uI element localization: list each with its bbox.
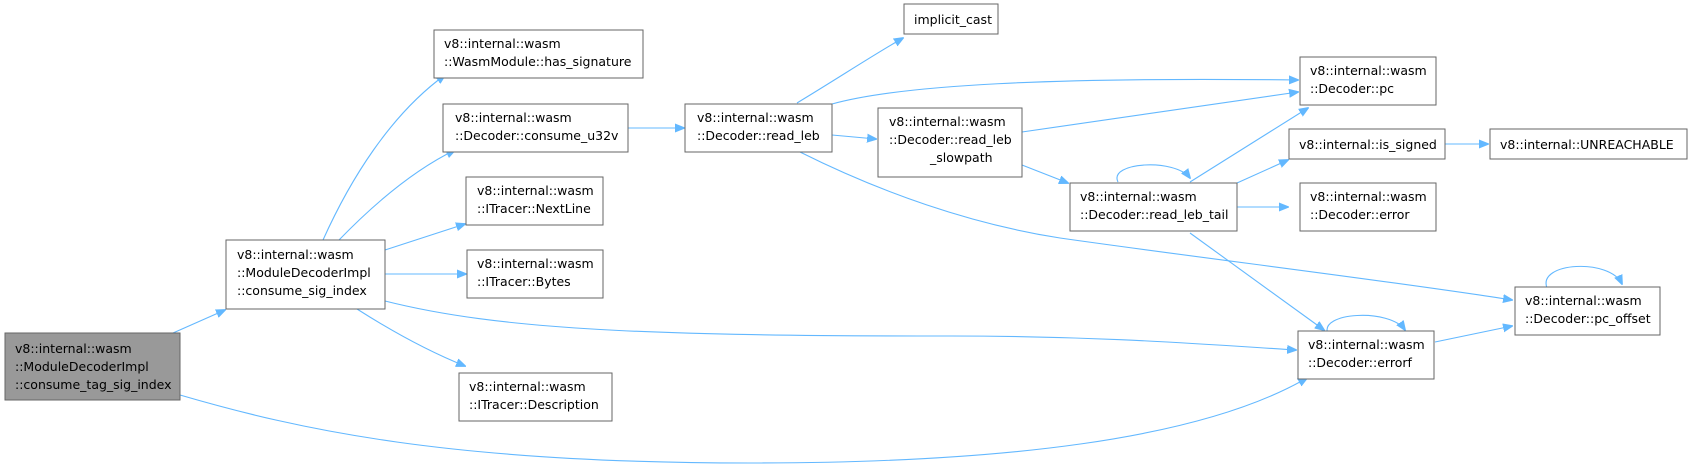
edge-read-leb-tail-self [1116,164,1190,183]
edge-consume-sig-index-to-has-signature [322,75,445,241]
node-label-line: ::Decoder::pc [1310,81,1394,96]
edge-read-leb-tail-to-is-signed [1236,160,1288,184]
node-label-line: v8::internal::wasm [889,114,1006,129]
node-label-line: v8::internal::wasm [455,110,572,125]
node-label-line: v8::internal::wasm [1308,337,1425,352]
node-label-line: ::Decoder::consume_u32v [455,128,619,143]
node-has-signature[interactable]: v8::internal::wasm ::WasmModule::has_sig… [433,29,644,79]
node-implicit-cast[interactable]: implicit_cast [903,3,999,35]
node-label-line: ::Decoder::read_leb [889,132,1012,147]
edge-read-leb-tail-to-errorf [1189,232,1324,330]
node-decoder-error[interactable]: v8::internal::wasm ::Decoder::error [1299,182,1437,232]
edge-read-leb-slowpath-to-read-leb-tail [1021,164,1068,183]
node-unreachable[interactable]: v8::internal::UNREACHABLE [1489,128,1688,160]
node-label-line: ::WasmModule::has_signature [444,54,632,69]
node-label-line: v8::internal::wasm [469,379,586,394]
edge-root-to-consume-sig-index [172,310,225,334]
node-label-line: v8::internal::wasm [237,247,354,262]
edge-read-leb-tail-to-pc [1189,108,1308,183]
node-consume-u32v[interactable]: v8::internal::wasm ::Decoder::consume_u3… [442,103,629,153]
node-label-line: v8::internal::wasm [697,110,814,125]
node-label-line: implicit_cast [914,12,992,27]
node-decoder-pc[interactable]: v8::internal::wasm ::Decoder::pc [1299,56,1437,106]
node-decoder-pc-offset[interactable]: v8::internal::wasm ::Decoder::pc_offset [1514,286,1661,336]
node-label-line: ::ITracer::Bytes [477,274,571,289]
node-label-line: v8::internal::is_signed [1299,137,1437,152]
nodes-layer: v8::internal::wasm ::ModuleDecoderImpl :… [4,3,1688,422]
edge-root-to-errorf [179,378,1307,464]
edge-consume-sig-index-to-description [356,308,465,366]
edge-read-leb-to-pc [831,79,1298,105]
edge-errorf-self [1326,314,1405,335]
node-label-line: ::Decoder::read_leb_tail [1080,207,1228,222]
node-label-line: ::Decoder::error [1310,207,1410,222]
node-label-line: v8::internal::wasm [477,256,594,271]
node-label-line: ::Decoder::read_leb [697,128,820,143]
node-label-line: v8::internal::UNREACHABLE [1500,137,1674,152]
edge-consume-sig-index-to-next-line [384,224,465,251]
node-read-leb-tail[interactable]: v8::internal::wasm ::Decoder::read_leb_t… [1069,182,1238,232]
edge-read-leb-slowpath-to-pc [1021,92,1298,133]
edge-errorf-to-pc-offset [1434,326,1512,343]
node-label-line: v8::internal::wasm [444,36,561,51]
edge-pc-offset-self [1545,265,1622,289]
node-itracer-next-line[interactable]: v8::internal::wasm ::ITracer::NextLine [465,176,604,226]
node-consume-tag-sig-index[interactable]: v8::internal::wasm ::ModuleDecoderImpl :… [4,332,181,401]
node-label-line: v8::internal::wasm [1080,189,1197,204]
node-label-line: v8::internal::wasm [15,341,132,356]
node-label-line: ::Decoder::pc_offset [1525,311,1651,326]
node-itracer-description[interactable]: v8::internal::wasm ::ITracer::Descriptio… [458,372,613,422]
node-itracer-bytes[interactable]: v8::internal::wasm ::ITracer::Bytes [466,249,604,299]
node-label-line: ::consume_tag_sig_index [15,377,172,392]
node-is-signed[interactable]: v8::internal::is_signed [1288,128,1446,160]
node-label-line: v8::internal::wasm [1310,63,1427,78]
node-label-line: v8::internal::wasm [1310,189,1427,204]
node-consume-sig-index[interactable]: v8::internal::wasm ::ModuleDecoderImpl :… [225,239,386,310]
edge-read-leb-to-pc-offset [799,151,1512,300]
edge-consume-sig-index-to-errorf [384,300,1296,350]
edge-read-leb-to-implicit-cast [796,38,903,104]
node-label-line: ::ModuleDecoderImpl [237,265,371,280]
node-label-line: ::Decoder::errorf [1308,355,1412,370]
edge-read-leb-to-read-leb-slowpath [831,135,876,139]
edges-layer [172,38,1622,464]
node-label-line: ::consume_sig_index [237,283,367,298]
node-label-line: ::ITracer::Description [469,397,599,412]
node-label-line: ::ITracer::NextLine [477,201,591,216]
node-read-leb[interactable]: v8::internal::wasm ::Decoder::read_leb [684,103,833,153]
node-label-line: v8::internal::wasm [477,183,594,198]
node-label-line: v8::internal::wasm [1525,293,1642,308]
node-decoder-errorf[interactable]: v8::internal::wasm ::Decoder::errorf [1297,330,1435,380]
edge-consume-sig-index-to-consume-u32v [338,150,455,241]
node-label-line: ::ModuleDecoderImpl [15,359,149,374]
node-label-line: _slowpath [929,150,993,165]
node-read-leb-slowpath[interactable]: v8::internal::wasm ::Decoder::read_leb _… [877,107,1023,178]
